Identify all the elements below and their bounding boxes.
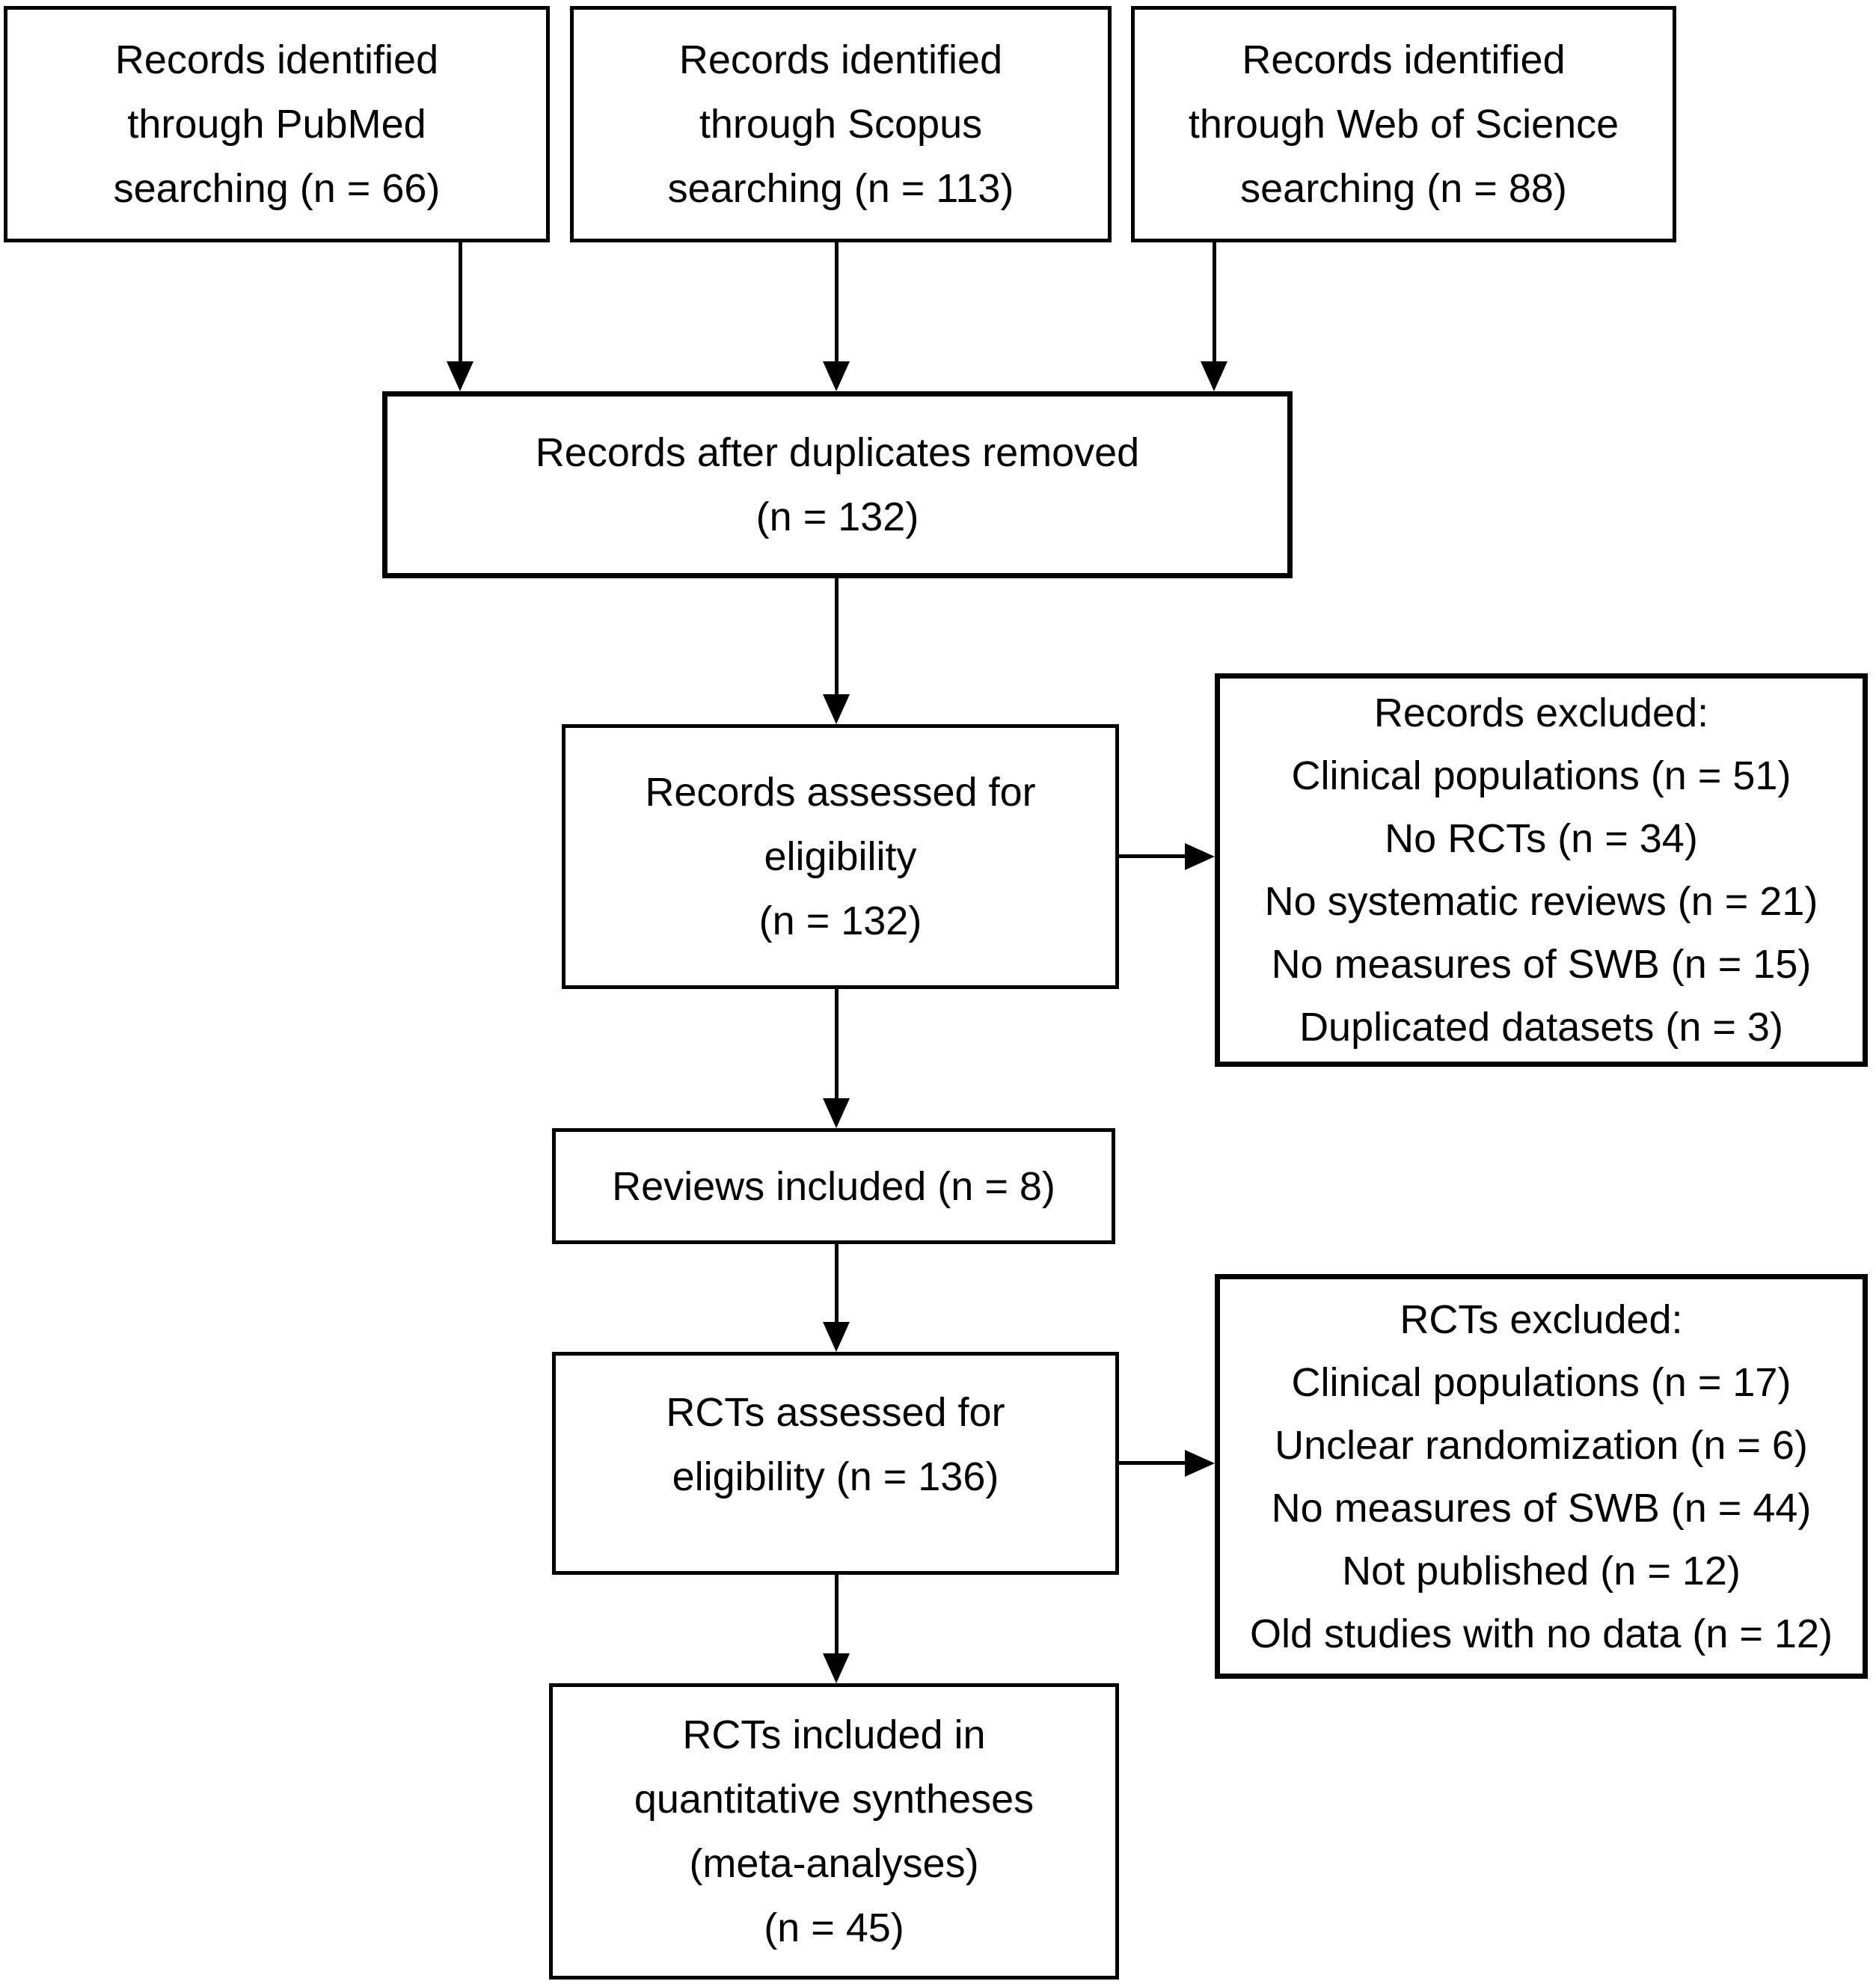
arrow-assessed-to-records-excluded-head bbox=[1185, 843, 1215, 870]
box-text-line: Reviews included (n = 8) bbox=[612, 1163, 1055, 1209]
box-text-line: quantitative syntheses bbox=[634, 1777, 1034, 1822]
box-text-line: RCTs assessed for bbox=[666, 1390, 1005, 1435]
box-text-line: Unclear randomization (n = 6) bbox=[1275, 1422, 1808, 1468]
arrow-scopus-to-duplicates-head bbox=[823, 361, 850, 391]
arrow-wos-to-duplicates-shaft bbox=[1213, 242, 1216, 363]
arrow-assessed-to-reviews-head bbox=[823, 1098, 850, 1128]
arrow-assessed-to-reviews-shaft bbox=[835, 988, 839, 1100]
box-text-line: No systematic reviews (n = 21) bbox=[1264, 879, 1818, 924]
arrow-rcts-assessed-to-included-head bbox=[823, 1653, 850, 1683]
arrow-wos-to-duplicates-head bbox=[1201, 361, 1227, 391]
arrow-reviews-to-rcts-assessed-head bbox=[823, 1322, 850, 1352]
box-rcts-assessed-for-eligibility: RCTs assessed for eligibility (n = 136) bbox=[552, 1352, 1119, 1575]
box-text-line: Records identified bbox=[114, 37, 439, 82]
box-records-excluded: Records excluded: Clinical populations (… bbox=[1215, 673, 1868, 1067]
box-text-line: eligibility (n = 136) bbox=[672, 1454, 999, 1499]
box-text-line: Records after duplicates removed bbox=[535, 430, 1140, 475]
box-records-assessed-for-eligibility: Records assessed for eligibility (n = 13… bbox=[562, 724, 1119, 989]
box-text-line: Not published (n = 12) bbox=[1342, 1548, 1741, 1593]
arrow-duplicates-to-assessed-head bbox=[823, 694, 850, 724]
arrow-duplicates-to-assessed-shaft bbox=[835, 578, 839, 696]
box-text-line: (n = 132) bbox=[755, 495, 919, 539]
box-records-after-duplicates-removed: Records after duplicates removed (n = 13… bbox=[382, 391, 1293, 578]
box-text-line: Records assessed for bbox=[645, 770, 1036, 815]
box-text-line: No measures of SWB (n = 15) bbox=[1271, 942, 1812, 987]
arrow-rcts-assessed-to-rcts-excluded-shaft bbox=[1118, 1461, 1186, 1465]
arrow-rcts-assessed-to-rcts-excluded-head bbox=[1185, 1450, 1215, 1477]
box-rcts-excluded: RCTs excluded: Clinical populations (n =… bbox=[1215, 1274, 1868, 1679]
arrow-rcts-assessed-to-included-shaft bbox=[835, 1574, 839, 1655]
box-rcts-included-meta-analyses: RCTs included in quantitative syntheses … bbox=[549, 1683, 1119, 1980]
arrow-reviews-to-rcts-assessed-shaft bbox=[835, 1243, 839, 1323]
box-text-line: Clinical populations (n = 17) bbox=[1291, 1359, 1791, 1405]
box-text-line: No RCTs (n = 34) bbox=[1385, 816, 1698, 861]
box-text-line: Duplicated datasets (n = 3) bbox=[1299, 1005, 1783, 1050]
box-text-line: searching (n = 88) bbox=[1240, 166, 1567, 211]
arrow-scopus-to-duplicates-shaft bbox=[835, 242, 839, 363]
box-records-identified-web-of-science: Records identified through Web of Scienc… bbox=[1131, 6, 1676, 242]
box-text-line: Records excluded: bbox=[1373, 691, 1709, 735]
box-text-line: (meta-analyses) bbox=[689, 1841, 979, 1886]
box-text-line: No measures of SWB (n = 44) bbox=[1271, 1485, 1812, 1531]
box-text-line: searching (n = 113) bbox=[667, 166, 1014, 211]
box-reviews-included: Reviews included (n = 8) bbox=[552, 1128, 1115, 1244]
box-text-line: (n = 45) bbox=[764, 1905, 904, 1950]
arrow-pubmed-to-duplicates-shaft bbox=[459, 242, 462, 363]
box-text-line: RCTs included in bbox=[682, 1712, 986, 1757]
box-records-identified-pubmed: Records identified through PubMed search… bbox=[4, 6, 550, 242]
box-text-line: through Web of Science bbox=[1188, 102, 1619, 147]
box-text-line: Records identified bbox=[678, 37, 1003, 82]
box-text-line: searching (n = 66) bbox=[113, 166, 441, 211]
box-text-line: RCTs excluded: bbox=[1400, 1296, 1683, 1342]
box-text-line: Records identified bbox=[1242, 37, 1566, 82]
box-records-identified-scopus: Records identified through Scopus search… bbox=[570, 6, 1112, 242]
box-text-line: through PubMed bbox=[127, 102, 426, 147]
box-text-line: (n = 132) bbox=[758, 898, 922, 943]
arrow-assessed-to-records-excluded-shaft bbox=[1118, 854, 1186, 858]
box-text-line: Old studies with no data (n = 12) bbox=[1250, 1611, 1833, 1656]
arrow-pubmed-to-duplicates-head bbox=[447, 361, 473, 391]
box-text-line: Clinical populations (n = 51) bbox=[1291, 753, 1791, 798]
box-text-line: through Scopus bbox=[699, 102, 983, 147]
box-text-line: eligibility bbox=[764, 834, 917, 879]
